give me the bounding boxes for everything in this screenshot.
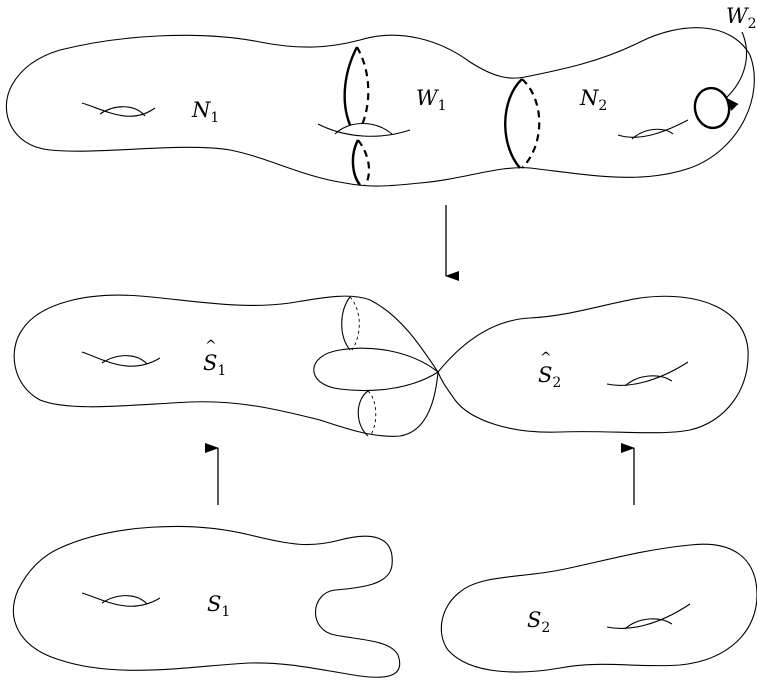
s1hat-cut-upper [342,297,360,350]
label-s1hat-hat: ^ [205,338,217,354]
label-w1: W1 [416,86,447,114]
middle-surfaces [14,295,748,436]
cut-curve-w1-upper [345,47,369,125]
label-s1: S1 [207,592,230,620]
label-n1: N1 [191,98,219,126]
label-s1hat: S1 [203,351,226,379]
cut-curve-w1-lower [353,140,369,185]
handle-s2 [607,604,690,629]
label-n2: N2 [579,86,607,114]
top-surface [6,28,754,186]
w2-pointer [726,32,747,98]
label-s2hat-hat: ^ [540,350,552,366]
label-w2: W2 [726,4,757,32]
s1hat-inner-loop [314,348,438,390]
handle-s1hat [82,352,160,366]
handle-s2hat [607,362,688,386]
s2-outline [441,544,757,672]
handle-s1 [82,593,160,606]
label-s2: S2 [527,608,550,636]
s2hat-outline [438,296,748,432]
cut-curve-w1-n2 [505,79,539,168]
handle-n2 [618,120,688,139]
handle-n1 [82,103,155,116]
w2-boundary-circle [692,85,732,130]
bottom-surfaces [13,526,757,677]
handle-w1 [318,124,410,137]
label-s2hat: S2 [538,363,561,391]
s1hat-cut-lower [358,391,376,436]
